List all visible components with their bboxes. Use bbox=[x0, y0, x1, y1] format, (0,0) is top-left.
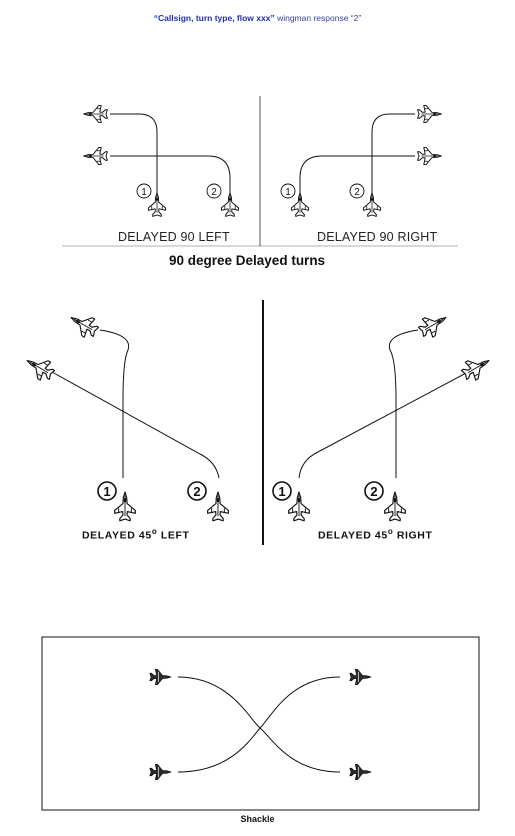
jet-icon-90-right-wing-end bbox=[417, 104, 442, 124]
svg-text:1: 1 bbox=[103, 484, 110, 499]
svg-text:1: 1 bbox=[278, 484, 285, 499]
header-wingman-response: wingman response “2” bbox=[274, 13, 362, 23]
briefing-header: “Callsign, turn type, flow xxx” wingman … bbox=[0, 13, 515, 23]
marker-90-right-2: 2 bbox=[349, 183, 365, 199]
svg-text:2: 2 bbox=[211, 187, 217, 198]
marker-45-right-2: 2 bbox=[364, 481, 384, 501]
path-45-right-lead bbox=[298, 371, 469, 479]
panel-45-degree: 1 2 1 2 bbox=[21, 300, 495, 545]
title-90-degree-delayed-turns: 90 degree Delayed turns bbox=[169, 253, 326, 268]
shackle-path-bottom-to-top bbox=[177, 676, 341, 773]
svg-text:1: 1 bbox=[285, 187, 291, 198]
path-90-left-wing bbox=[110, 155, 231, 205]
jet-icon-45-left-wing-end bbox=[21, 350, 58, 385]
jet-icon-45-right-lead-end bbox=[458, 350, 495, 385]
jet-icon-45-right-lead-start bbox=[288, 491, 310, 522]
path-90-right-lead bbox=[299, 155, 415, 205]
marker-90-right-1: 1 bbox=[280, 183, 296, 199]
marker-45-right-1: 1 bbox=[272, 481, 292, 501]
label-delayed-45-left: DELAYED 45o LEFT bbox=[82, 527, 190, 542]
label-delayed-45-right: DELAYED 45o RIGHT bbox=[318, 527, 433, 542]
caption-shackle: Shackle bbox=[240, 814, 275, 824]
svg-text:1: 1 bbox=[141, 187, 147, 198]
jet-icon-90-left-lead-start bbox=[147, 192, 167, 217]
jet-icon-90-left-wing-end bbox=[83, 146, 108, 166]
path-45-left-wing bbox=[51, 371, 220, 479]
jet-icon-90-left-wing-start bbox=[220, 192, 240, 217]
svg-text:2: 2 bbox=[370, 484, 377, 499]
panel-shackle bbox=[41, 636, 480, 811]
jet-icon-90-right-wing-start bbox=[362, 192, 382, 217]
jet-icon-90-right-lead-end bbox=[417, 146, 442, 166]
jet-icon-45-left-lead-end bbox=[65, 307, 102, 342]
header-callsign-format: “Callsign, turn type, flow xxx” bbox=[153, 13, 275, 23]
panel-90-degree: 1 2 1 2 bbox=[62, 96, 458, 247]
jet-icon-90-left-lead-end bbox=[83, 104, 108, 124]
jet-icon-90-right-lead-start bbox=[290, 192, 310, 217]
marker-45-left-2: 2 bbox=[187, 481, 207, 501]
shackle-frame bbox=[41, 636, 480, 811]
path-45-left-lead bbox=[99, 329, 130, 478]
marker-90-left-2: 2 bbox=[206, 183, 222, 199]
path-90-right-wing bbox=[371, 113, 415, 205]
jet-icon-45-left-lead-start bbox=[114, 491, 136, 522]
jet-icon-45-right-wing-end bbox=[415, 307, 452, 342]
label-delayed-90-left: DELAYED 90 LEFT bbox=[118, 230, 230, 244]
jet-icon-45-left-wing-start bbox=[207, 491, 229, 522]
jet-icon-45-right-wing-start bbox=[384, 491, 406, 522]
marker-90-left-1: 1 bbox=[136, 183, 152, 199]
marker-45-left-1: 1 bbox=[97, 481, 117, 501]
svg-text:2: 2 bbox=[193, 484, 200, 499]
svg-text:2: 2 bbox=[354, 187, 360, 198]
path-90-left-lead bbox=[110, 113, 158, 205]
path-45-right-wing bbox=[388, 329, 419, 478]
label-delayed-90-right: DELAYED 90 RIGHT bbox=[317, 230, 438, 244]
